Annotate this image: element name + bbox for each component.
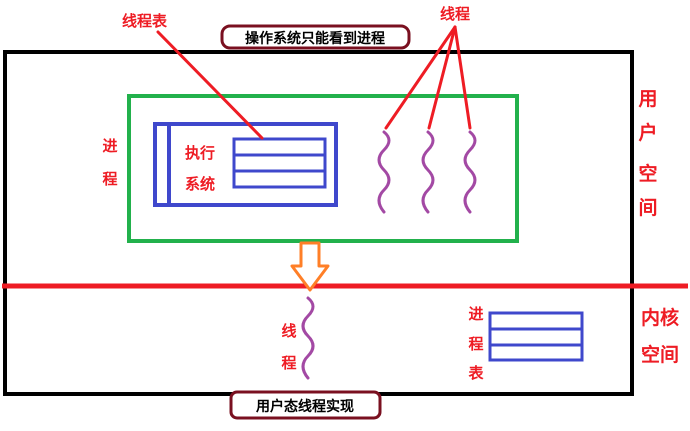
kernel-thread-label-1: 线: [281, 322, 296, 340]
thread-label: 线程: [440, 5, 470, 23]
process-label-2: 程: [102, 170, 117, 188]
user-space-label-2: 户: [638, 121, 657, 144]
bottom-caption-box: [229, 390, 382, 420]
process-table: [488, 311, 584, 362]
os-sees-process-label: 操作系统只能看到进程: [245, 30, 385, 47]
runtime-system-box: [153, 122, 338, 207]
outer-frame: [3, 50, 634, 396]
user-space-label-4: 间: [638, 197, 657, 219]
thread-squiggle-kernel: [301, 296, 315, 380]
thread-squiggle-3: [463, 130, 477, 214]
thread-pointer-2: [427, 25, 457, 130]
kernel-thread-label-2: 程: [281, 354, 296, 372]
os-caption-box: [220, 24, 411, 50]
threads: [301, 130, 477, 380]
down-arrow-icon: [290, 241, 330, 292]
user-level-threads-label: 用户态线程实现: [256, 398, 354, 415]
runtime-system-label-1: 执行: [185, 144, 215, 162]
process-box: [127, 94, 519, 243]
thread-squiggle-2: [421, 130, 435, 214]
thread-pointer-1: [384, 25, 457, 130]
process-table-label-1: 进: [468, 305, 483, 323]
user-space-label-3: 空: [638, 162, 657, 185]
process-table-label-2: 程: [468, 335, 483, 353]
thread-squiggle-1: [377, 130, 391, 214]
process-table-label-3: 表: [468, 364, 484, 382]
thread-table-label: 线程表: [122, 12, 168, 30]
thread-table: [232, 137, 327, 189]
pointer-lines: [156, 25, 472, 140]
kernel-space-label-1: 内核: [641, 306, 679, 329]
thread-pointer-3: [453, 25, 472, 130]
thread-table-pointer: [156, 30, 264, 140]
runtime-system-label-2: 系统: [185, 175, 215, 193]
process-label-1: 进: [102, 137, 117, 155]
user-space-label-1: 用: [638, 88, 657, 110]
kernel-space-label-2: 空间: [641, 343, 679, 366]
